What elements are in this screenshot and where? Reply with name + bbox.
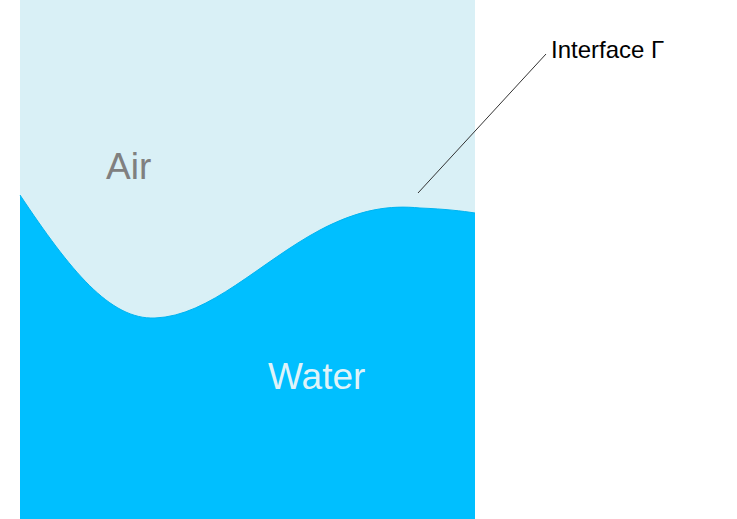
region-label: Air <box>106 148 151 185</box>
region-label: Water <box>268 358 365 395</box>
interface-curve <box>20 195 475 318</box>
air-region <box>20 0 475 519</box>
leader-line <box>418 54 546 193</box>
water-region <box>20 195 475 519</box>
interface-label: Interface Γ <box>551 38 664 62</box>
